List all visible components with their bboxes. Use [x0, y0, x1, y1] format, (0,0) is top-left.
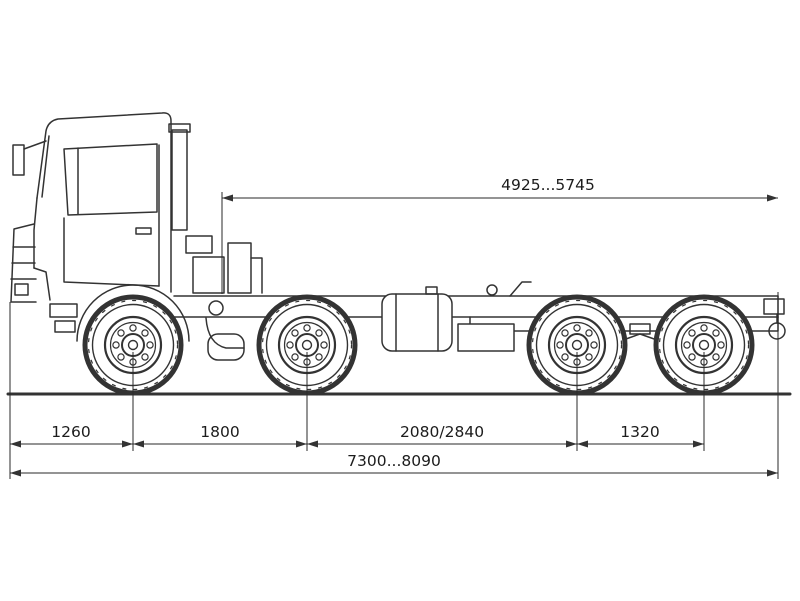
cab-step-lower [54, 320, 76, 333]
dimension-labels: 4925...5745 1260 1800 2080/2840 1320 730… [51, 176, 659, 470]
grille-lines [10, 246, 37, 280]
dim-label-front-overhang: 1260 [51, 423, 90, 441]
dimensions [9, 192, 779, 479]
truck-drawing [6, 112, 792, 396]
headlamp [14, 283, 29, 296]
front-panel [10, 223, 37, 303]
mirror-arm [23, 140, 47, 150]
tow-hitch [763, 298, 786, 340]
fuel-tank [381, 286, 453, 352]
muffler [207, 333, 245, 361]
filler-cap [425, 286, 438, 295]
mirror [12, 144, 25, 176]
front-wheel-arch [76, 284, 190, 342]
dim-label-wheelbase-1: 1800 [200, 423, 239, 441]
toolbox [457, 323, 515, 352]
air-intake-stack [168, 123, 191, 231]
dim-label-rear-tandem: 1320 [620, 423, 659, 441]
dim-label-top-span: 4925...5745 [501, 176, 595, 194]
extension-lines [9, 192, 779, 479]
engine-equipment [185, 235, 263, 361]
dim-label-overall-length: 7300...8090 [347, 452, 441, 470]
door-handle [135, 227, 152, 235]
exhaust-pipe [205, 317, 245, 349]
cab-step-upper [49, 303, 78, 318]
dim-label-wheelbase-2: 2080/2840 [400, 423, 484, 441]
cab [10, 112, 190, 342]
cab-window [63, 143, 158, 216]
